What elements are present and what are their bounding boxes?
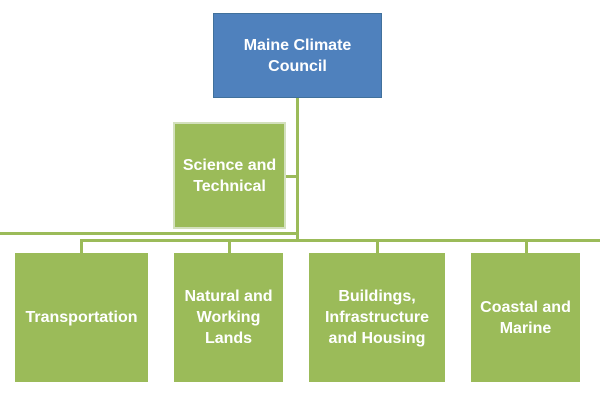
connector-drop-1 xyxy=(80,239,83,253)
node-science-and-technical: Science and Technical xyxy=(173,122,286,229)
connector-drop-2 xyxy=(228,239,231,253)
node-label: Maine Climate Council xyxy=(243,36,352,75)
node-transportation: Transportation xyxy=(15,253,148,382)
node-label: Buildings, Infrastructure and Housing xyxy=(324,288,430,347)
node-coastal-and-marine: Coastal and Marine xyxy=(471,253,580,382)
node-label: Coastal and Marine xyxy=(480,298,571,337)
connector-groups-horizontal xyxy=(80,239,600,242)
connector-left-horizontal xyxy=(0,232,299,235)
connector-drop-3 xyxy=(376,239,379,253)
node-label: Transportation xyxy=(25,309,138,326)
connector-drop-4 xyxy=(525,239,528,253)
node-label: Natural and Working Lands xyxy=(184,288,273,347)
node-buildings-infrastructure-housing: Buildings, Infrastructure and Housing xyxy=(309,253,445,382)
node-natural-and-working-lands: Natural and Working Lands xyxy=(174,253,283,382)
connector-advisory xyxy=(285,175,297,178)
node-maine-climate-council: Maine Climate Council xyxy=(213,13,382,98)
node-label: Science and Technical xyxy=(182,156,277,195)
connector-root-vertical xyxy=(296,98,299,242)
